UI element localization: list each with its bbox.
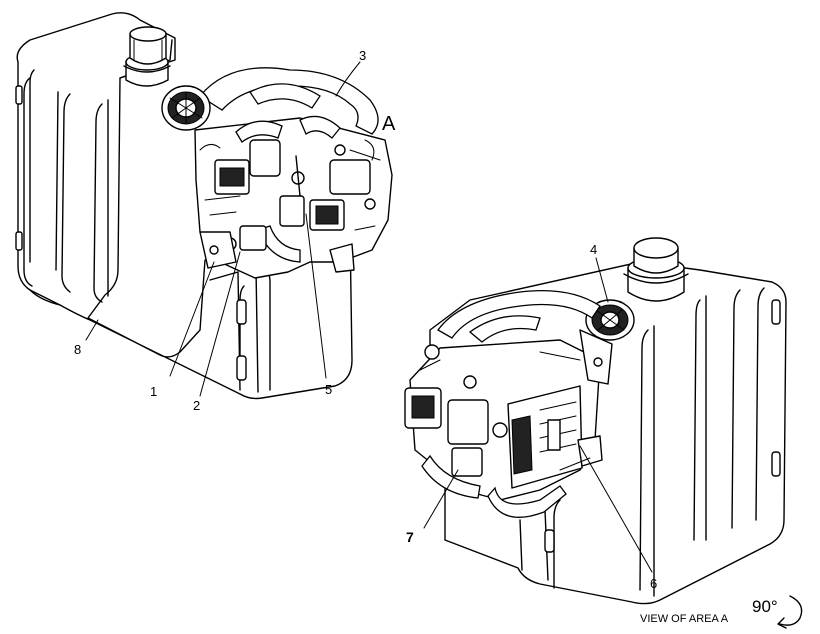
leader-4 bbox=[595, 257, 609, 303]
leader-lines bbox=[85, 61, 653, 573]
leader-1 bbox=[169, 261, 215, 377]
leader-7 bbox=[423, 469, 459, 529]
view-marker-a: A bbox=[382, 113, 396, 135]
right-pump-cluster bbox=[404, 289, 635, 518]
left-tank bbox=[15, 12, 393, 400]
callout-8: 8 bbox=[74, 342, 81, 357]
callout-5: 5 bbox=[325, 382, 332, 397]
rotation-arrow-icon bbox=[777, 595, 803, 629]
callout-4: 4 bbox=[590, 242, 597, 257]
view-caption: VIEW OF AREA A bbox=[640, 613, 729, 625]
leader-5 bbox=[305, 213, 327, 379]
right-tank bbox=[404, 237, 787, 605]
leader-8 bbox=[85, 319, 99, 341]
callout-3: 3 bbox=[359, 48, 366, 63]
callout-2: 2 bbox=[193, 398, 200, 413]
leader-2 bbox=[199, 251, 241, 397]
leader-6 bbox=[579, 445, 653, 573]
left-pump-cluster bbox=[161, 67, 393, 279]
leader-3 bbox=[335, 61, 361, 97]
callout-7: 7 bbox=[406, 529, 414, 545]
callout-6: 6 bbox=[650, 576, 657, 591]
rotation-label: 90° bbox=[752, 597, 778, 616]
callout-1: 1 bbox=[150, 384, 157, 399]
